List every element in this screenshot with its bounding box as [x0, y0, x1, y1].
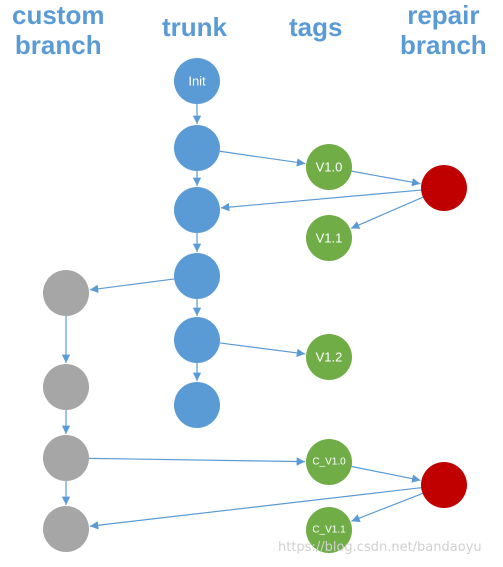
- custom-node-0: [43, 270, 89, 316]
- tags-node-4: [306, 507, 352, 553]
- header-repair-line1: repair: [407, 0, 480, 30]
- repair-node-1: [421, 462, 467, 508]
- custom-node-3: [43, 506, 89, 552]
- custom-node-2: [43, 435, 89, 481]
- tags-node-2-label: V1.2: [316, 350, 343, 365]
- tags-node-0-label: V1.0: [316, 160, 343, 175]
- edge-repair-1-to-custom-3: [89, 487, 422, 530]
- edge-repair-0-to-trunk-2: [220, 189, 422, 212]
- trunk-node-1: [174, 125, 220, 171]
- tags-node-3: [306, 439, 352, 485]
- header-tags: tags: [289, 12, 343, 42]
- header-trunk: trunk: [162, 12, 227, 42]
- trunk-node-0-label: Init: [188, 74, 206, 89]
- edge-custom-2-to-tags-3: [88, 457, 306, 466]
- tags-node-4-label: C_V1.1: [312, 525, 346, 536]
- trunk-node-3: [174, 253, 220, 299]
- edge-tags-0-to-repair-0: [351, 170, 421, 187]
- edge-trunk-1-to-tags-0: [219, 150, 306, 167]
- edge-trunk-4-to-tags-2: [219, 342, 306, 358]
- edge-group: [61, 104, 424, 530]
- trunk-node-5: [174, 382, 220, 428]
- tags-node-0: [306, 144, 352, 190]
- tags-node-3-label: C_V1.0: [312, 457, 346, 468]
- repair-node-0: [421, 165, 467, 211]
- trunk-node-0: [174, 58, 220, 104]
- custom-node-1: [43, 364, 89, 410]
- trunk-node-4: [174, 317, 220, 363]
- header-custom-line1: custom: [12, 0, 105, 30]
- header-repair-line2: branch: [400, 30, 487, 60]
- tags-node-2: [306, 334, 352, 380]
- trunk-node-2: [174, 187, 220, 233]
- watermark: https://blog.csdn.net/bandaoyu: [278, 540, 482, 555]
- header-custom-branch: custom branch: [12, 0, 104, 60]
- tags-node-1-label: V1.1: [316, 231, 343, 246]
- edge-repair-1-to-tags-4: [351, 492, 423, 523]
- header-custom-line2: branch: [14, 30, 102, 60]
- edge-tags-3-to-repair-1: [351, 465, 421, 483]
- header-repair-branch: repair branch: [400, 0, 487, 60]
- tags-node-1: [306, 215, 352, 261]
- edge-repair-0-to-tags-1: [350, 196, 424, 229]
- edge-trunk-3-to-custom-0: [89, 278, 175, 293]
